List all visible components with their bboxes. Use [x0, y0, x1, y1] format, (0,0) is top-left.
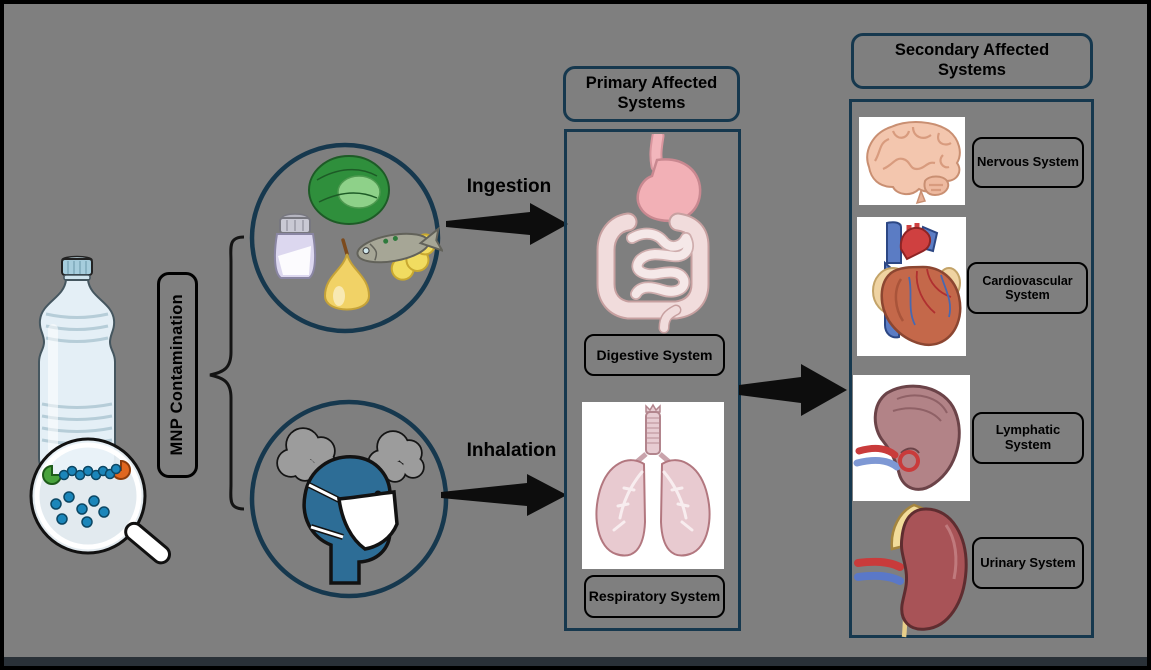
kidney-icon — [854, 501, 979, 639]
inhalation-arrow — [441, 472, 569, 518]
salt-shaker-icon — [273, 213, 317, 279]
water-bottle-magnifier-icon — [16, 254, 191, 584]
microplastic-blue-particles — [50, 463, 122, 528]
ingestion-label: Ingestion — [466, 176, 552, 197]
digestive-tract-icon — [572, 129, 742, 334]
primary-systems-header: Primary Affected Systems — [563, 66, 740, 122]
heart-icon — [857, 217, 966, 356]
mnp-contamination-label: MNP Contamination — [168, 294, 186, 456]
face-mask-icon — [337, 490, 399, 551]
digestive-system-label: Digestive System — [584, 334, 725, 376]
fish-icon — [356, 226, 445, 281]
bottom-border-band — [4, 657, 1147, 666]
brain-icon — [859, 117, 965, 205]
brace-connector — [204, 234, 248, 512]
lymphatic-system-label: Lymphatic System — [972, 412, 1084, 464]
secondary-systems-title: Secondary Affected Systems — [894, 41, 1050, 79]
food-items-circle-icon — [247, 140, 445, 336]
lungs-icon — [582, 402, 724, 569]
cardiovascular-system-label: Cardiovascular System — [967, 262, 1088, 314]
pear-icon — [323, 238, 371, 311]
primary-systems-title: Primary Affected Systems — [585, 74, 718, 112]
mnp-contamination-label-box: MNP Contamination — [157, 272, 198, 478]
respiratory-system-label: Respiratory System — [584, 575, 725, 618]
primary-systems-panel — [564, 129, 741, 631]
primary-to-secondary-arrow — [739, 361, 849, 419]
nervous-system-label: Nervous System — [972, 137, 1084, 188]
spleen-icon — [853, 375, 970, 501]
urinary-system-label: Urinary System — [972, 537, 1084, 589]
masked-person-smoke-circle-icon — [247, 397, 451, 601]
inhalation-label: Inhalation — [466, 440, 557, 461]
secondary-systems-header: Secondary Affected Systems — [851, 33, 1093, 89]
ingestion-arrow — [446, 202, 570, 246]
cabbage-icon — [308, 155, 390, 225]
secondary-systems-panel — [849, 99, 1094, 638]
smoke-cloud-icon — [367, 430, 425, 483]
